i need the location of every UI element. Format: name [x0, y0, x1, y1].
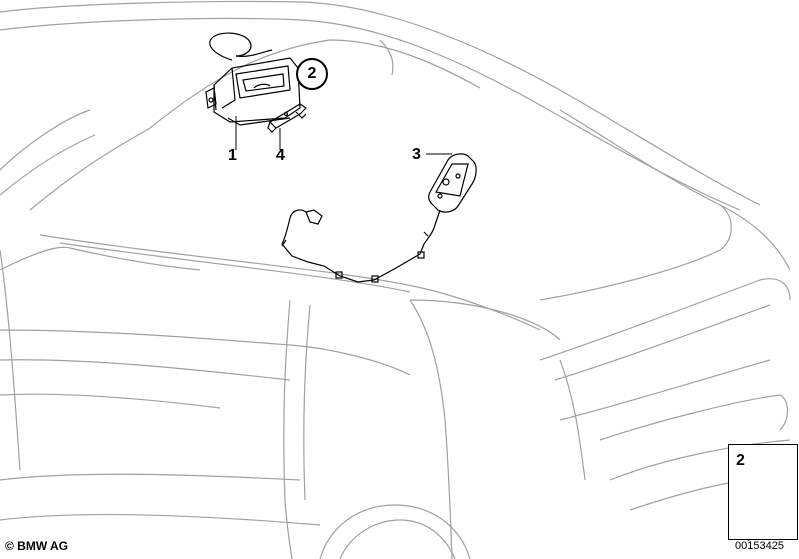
legend-item-number: 2: [736, 452, 745, 469]
legend-box: [728, 444, 798, 540]
copyright-text: © BMW AG: [5, 539, 69, 553]
document-number: 00153425: [735, 540, 784, 552]
sensor-unit-part: [281, 153, 477, 283]
leader-lines: [235, 71, 452, 155]
callout-part-3: 3: [412, 146, 421, 163]
callout-part-4: 4: [276, 147, 285, 164]
camera-housing-part: [205, 32, 307, 126]
callout-part-2: 2: [296, 58, 328, 90]
callout-part-1: 1: [228, 147, 237, 164]
bracket-part: [267, 103, 307, 133]
